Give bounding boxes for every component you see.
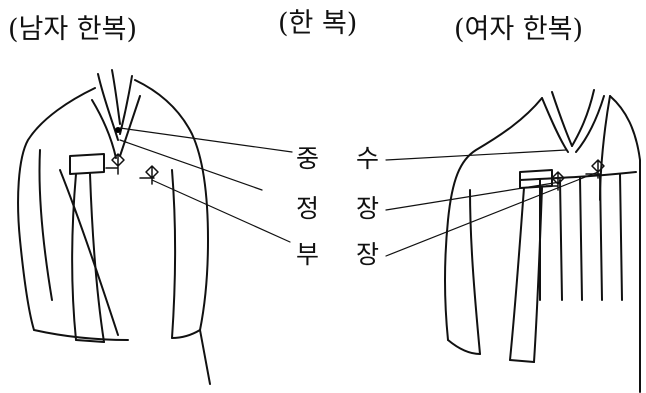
part-label-2-char-2: 장 xyxy=(356,194,380,223)
male-hanbok-drawing-icon xyxy=(17,69,211,385)
female-hanbok-caption: (여자 한복) xyxy=(454,14,584,45)
leader-lines xyxy=(119,127,599,257)
female-hanbok-drawing-icon xyxy=(444,89,641,393)
part-label-2-char-1: 정 xyxy=(296,194,320,223)
part-label-1-char-2: 수 xyxy=(356,144,380,173)
part-label-3-char-2: 장 xyxy=(356,240,380,269)
male-hanbok-caption: (남자 한복) xyxy=(8,14,138,45)
part-label-3-char-1: 부 xyxy=(296,240,320,269)
part-label-1-char-1: 중 xyxy=(296,144,320,173)
diagram-title: (한 복) xyxy=(278,8,358,39)
